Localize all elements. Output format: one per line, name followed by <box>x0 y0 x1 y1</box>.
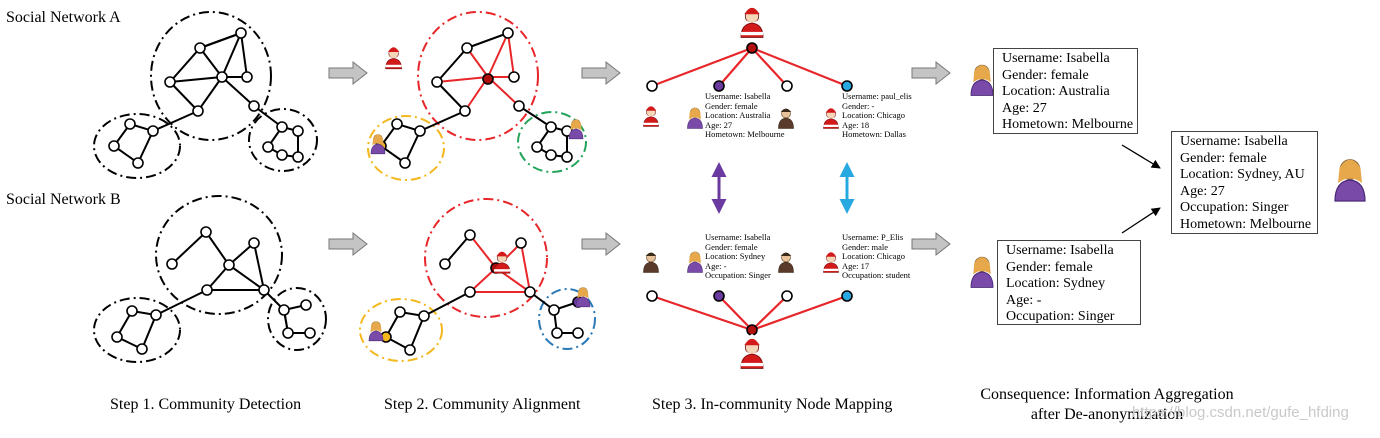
step2-nodes-b <box>380 229 584 356</box>
step3-nodes-b <box>646 290 853 336</box>
profile-line: Location: Sydney <box>705 251 766 262</box>
result-line: Username: Isabella <box>1180 134 1288 149</box>
step1-label: Step 1. Community Detection <box>110 396 302 413</box>
step3-nodes-a <box>646 42 853 92</box>
santa-icon <box>740 333 764 369</box>
result-line: Username: Isabella <box>1006 243 1114 258</box>
consequence-label: Consequence: Information Aggregation aft… <box>967 385 1247 425</box>
person-icon <box>1334 159 1366 202</box>
consequence-line1: Consequence: Information Aggregation <box>980 386 1234 403</box>
gray-arrows <box>328 60 951 257</box>
profile-line: Occupation: student <box>842 270 911 281</box>
profile-line: Age: 18 <box>842 119 870 130</box>
result-line: Location: Sydney <box>1006 276 1106 291</box>
person-icon <box>370 134 386 155</box>
person-icon <box>687 107 703 129</box>
result-box-a: Username: Isabella Gender: female Locati… <box>993 48 1138 134</box>
profile-line: Gender: - <box>842 100 875 111</box>
profile-line: Hometown: Dallas <box>842 129 906 140</box>
profile-line: Gender: male <box>842 241 889 252</box>
step2-network-b <box>359 198 596 362</box>
santa-icon <box>823 248 839 273</box>
profile-line: Age: 17 <box>842 260 870 271</box>
profile-line: Username: Isabella <box>705 91 771 101</box>
step1-nodes-a <box>108 27 304 169</box>
step3-network-b <box>651 294 848 332</box>
result-line: Age: - <box>1006 292 1042 308</box>
watermark: https://blog.csdn.net/gufe_hfding <box>1132 404 1349 421</box>
profile-line: Location: Australia <box>705 110 771 121</box>
step2-label: Step 2. Community Alignment <box>384 396 581 413</box>
profile-line: Occupation: Singer <box>705 270 771 281</box>
result-box-b: Username: Isabella Gender: female Locati… <box>997 240 1141 325</box>
step3-label: Step 3. In-community Node Mapping <box>652 396 893 413</box>
santa-icon <box>823 104 839 129</box>
person-icon <box>643 252 659 273</box>
profile-line: Age: - <box>705 260 727 271</box>
result-line: Hometown: Melbourne <box>1002 117 1134 132</box>
santa-icon <box>385 43 403 70</box>
profile-line: Location: Chicago <box>842 251 906 262</box>
person-icon <box>970 64 994 96</box>
result-line: Gender: female <box>1006 259 1093 275</box>
result-line: Gender: female <box>1180 150 1267 166</box>
result-line: Age: 27 <box>1180 183 1225 199</box>
profile-line: Gender: female <box>705 241 758 252</box>
person-icon <box>568 119 584 140</box>
network-a-label: Social Network A <box>6 9 121 26</box>
result-box-merged: Username: Isabella Gender: female Locati… <box>1171 131 1318 234</box>
consequence-line2: after De-anonymization <box>1030 406 1184 423</box>
result-line: Occupation: Singer <box>1006 309 1115 324</box>
santa-icon <box>493 247 511 274</box>
profile-line: Gender: female <box>705 100 758 111</box>
result-line: Gender: female <box>1002 67 1089 83</box>
person-icon <box>778 252 794 273</box>
profile-b-paul: Username: P_Elis Gender: male Location: … <box>842 232 911 281</box>
profile-line: Location: Chicago <box>842 110 906 121</box>
step2-nodes-a <box>375 27 573 169</box>
profile-a-isabella: Username: Isabella Gender: female Locati… <box>705 91 785 140</box>
profile-b-isabella: Username: Isabella Gender: female Locati… <box>705 232 771 281</box>
result-line: Hometown: Melbourne <box>1180 216 1312 232</box>
result-line: Location: Australia <box>1002 84 1110 99</box>
result-line: Occupation: Singer <box>1180 200 1289 215</box>
profile-a-paul: Username: paul_elis Gender: - Location: … <box>842 91 912 140</box>
step3-network-a <box>651 46 848 88</box>
result-line: Username: Isabella <box>1002 51 1110 66</box>
profile-line: Age: 27 <box>705 119 733 130</box>
person-icon <box>368 321 384 342</box>
profile-line: Hometown: Melbourne <box>705 129 785 140</box>
santa-icon <box>740 2 764 38</box>
person-icon <box>687 251 703 273</box>
santa-icon <box>643 102 659 127</box>
result-line: Location: Sydney, AU <box>1180 167 1305 182</box>
profile-line: Username: paul_elis <box>842 91 912 101</box>
profile-line: Username: P_Elis <box>842 232 904 242</box>
profile-line: Username: Isabella <box>705 232 771 242</box>
aggregation-arrow-bottom <box>1121 207 1161 234</box>
result-line: Age: 27 <box>1002 100 1047 116</box>
person-icon <box>970 256 994 288</box>
aggregation-arrow-top <box>1121 144 1161 169</box>
network-b-label: Social Network B <box>6 191 121 208</box>
step1-nodes-b <box>111 226 316 355</box>
